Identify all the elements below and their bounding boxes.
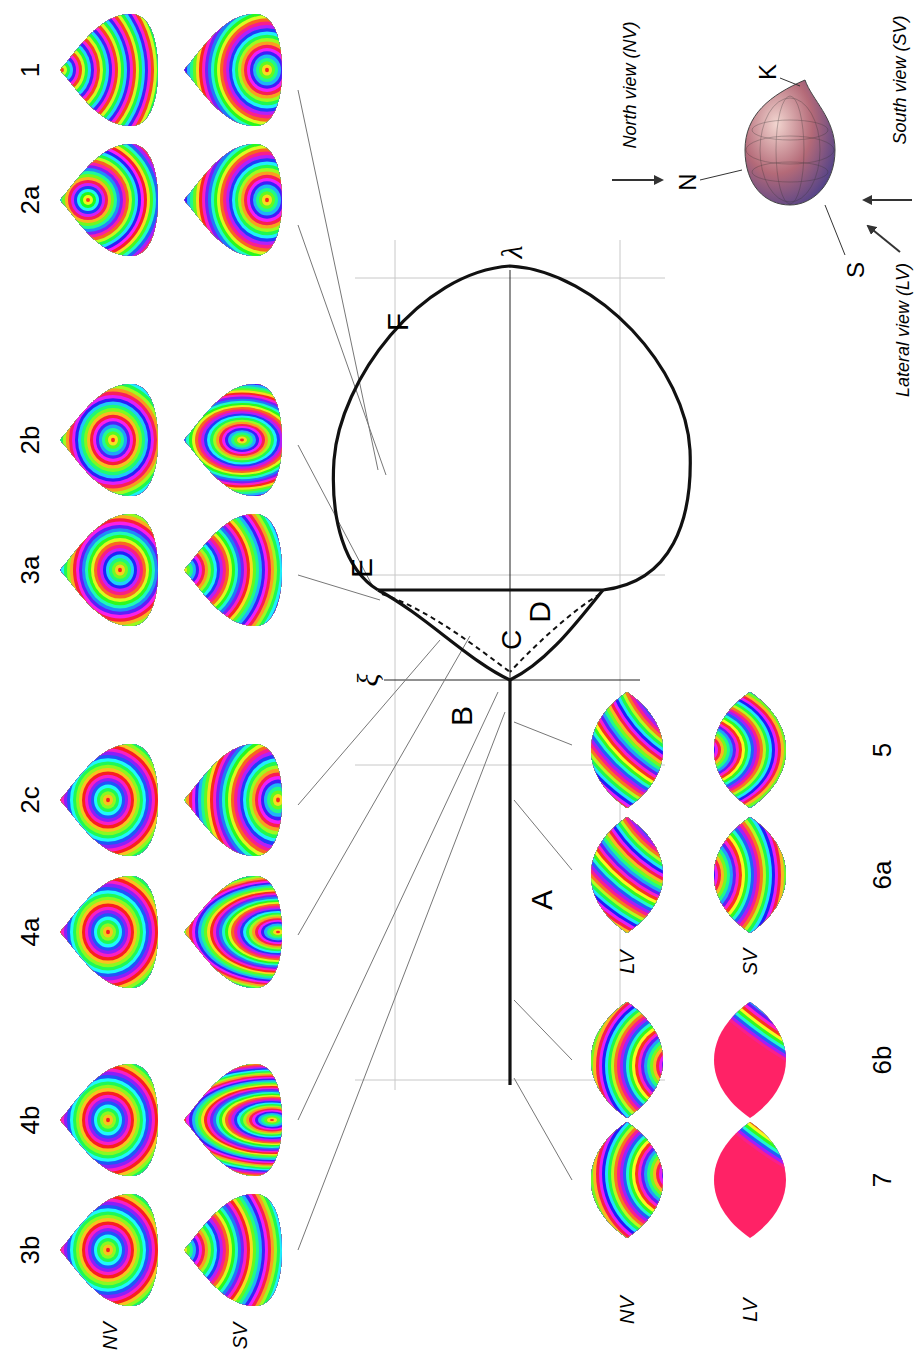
dashed-branch [382, 594, 600, 672]
figure-label: λ [497, 246, 527, 259]
figure-label: 5 [869, 743, 895, 757]
figure-label: LV [617, 950, 637, 973]
figure-label: 3b [17, 1236, 43, 1265]
figure-label: 4a [17, 918, 43, 947]
figure-label: A [527, 890, 557, 910]
figure-label: E [347, 558, 377, 578]
leader-lines [298, 90, 572, 1250]
figure-label: S [844, 262, 868, 278]
figure-label: 1 [17, 63, 43, 77]
figure-label: B [447, 706, 477, 726]
stability-curve [333, 266, 690, 1085]
figure-label: 4b [17, 1106, 43, 1135]
figure-label: South view (SV) [891, 15, 909, 144]
figure-label: 7 [869, 1173, 895, 1187]
figure-label: SV [230, 1323, 250, 1350]
figure-label: 6a [869, 861, 895, 890]
figure-label: N [676, 173, 700, 190]
figure-label: 3a [17, 556, 43, 585]
figure-label: NV [100, 1322, 120, 1350]
figure-label: 2b [17, 426, 43, 455]
figure-label: SV [740, 949, 760, 976]
figure-label: 2c [17, 786, 43, 813]
figure-label: 6b [869, 1046, 895, 1075]
figure-label: F [383, 313, 413, 331]
figure-label: NV [617, 1296, 637, 1324]
figure-label: 2a [17, 186, 43, 215]
shell-sketch [612, 78, 912, 255]
grid-lines [355, 240, 665, 1090]
figure-label: K [756, 64, 780, 80]
figure-label: North view (NV) [621, 21, 639, 148]
figure-label: LV [740, 1298, 760, 1321]
figure-label: ξ [353, 674, 383, 687]
figure-label: C [498, 630, 526, 650]
figure-label: Lateral view (LV) [894, 263, 912, 397]
figure-label: D [525, 601, 555, 623]
